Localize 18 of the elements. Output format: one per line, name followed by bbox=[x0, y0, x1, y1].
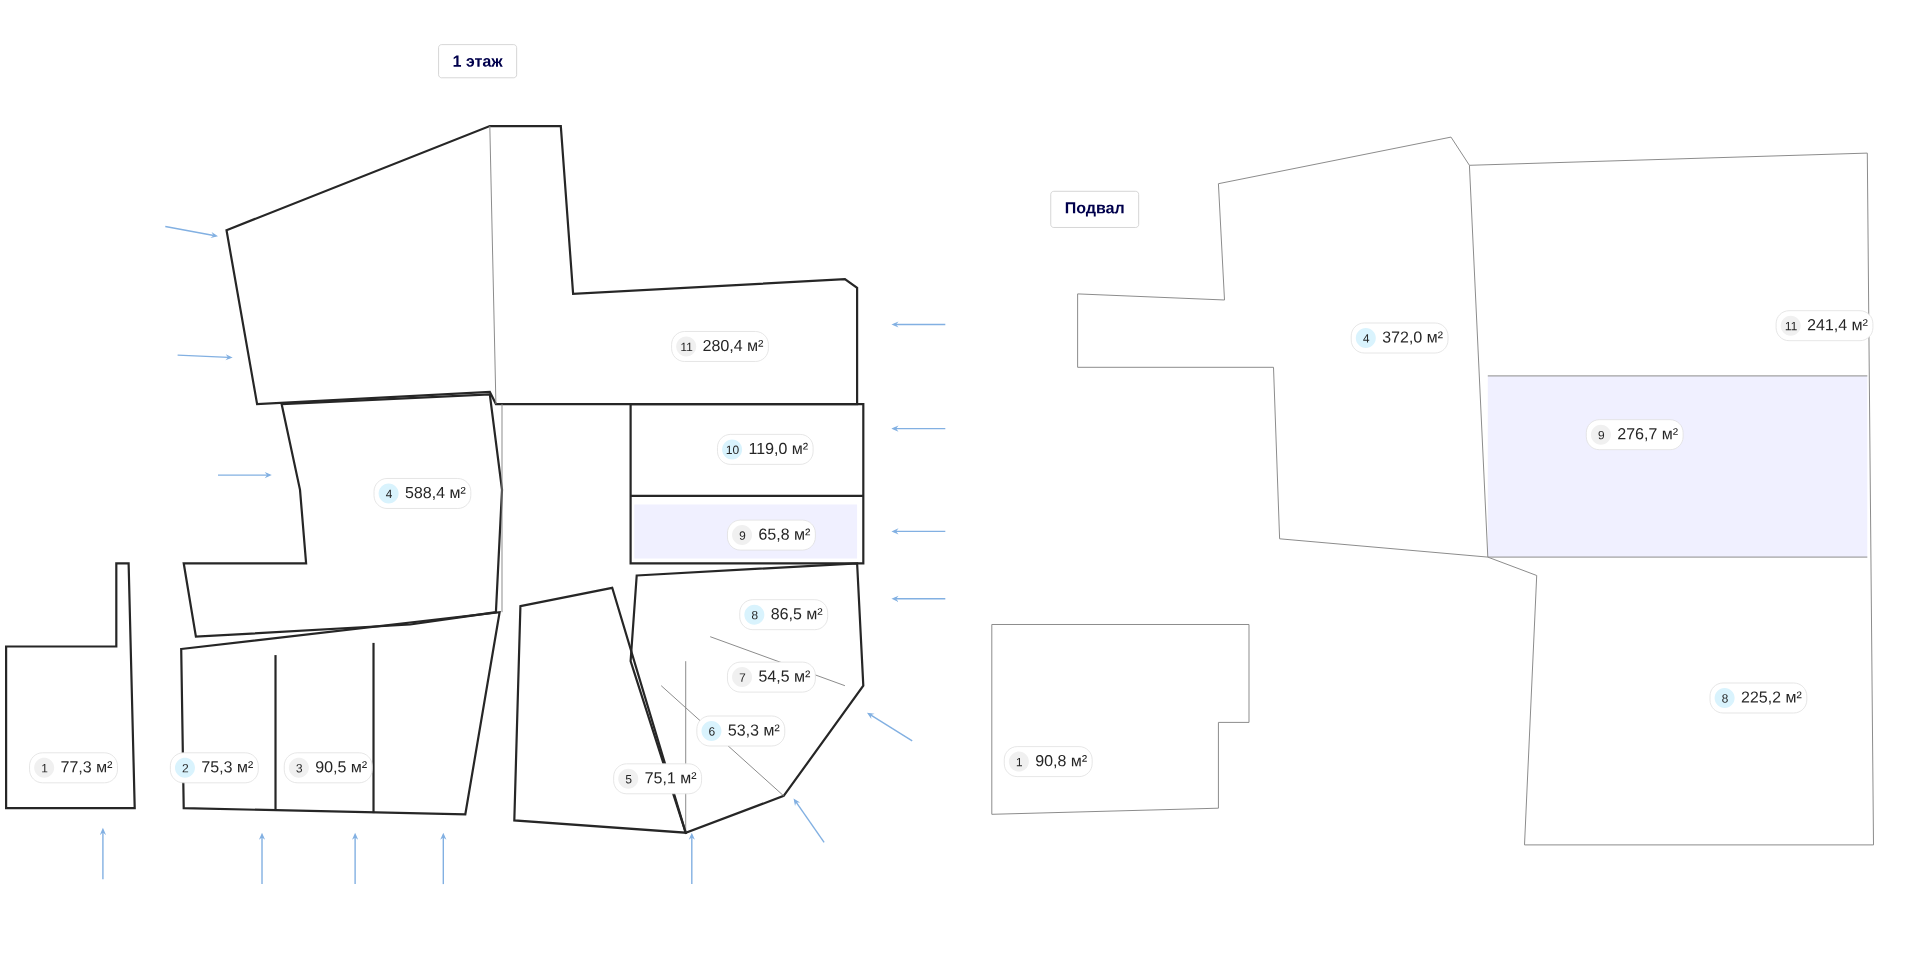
area-label: 8 86,5 м² bbox=[739, 599, 829, 631]
area-label: 1 90,8 м² bbox=[1003, 746, 1093, 777]
area-label: 9 276,7 м² bbox=[1585, 419, 1684, 451]
area-label: 3 90,5 м² bbox=[283, 752, 373, 784]
area-label: 6 53,3 м² bbox=[696, 715, 786, 747]
area-label: 4 372,0 м² bbox=[1350, 322, 1449, 354]
area-label: 8 225,2 м² bbox=[1709, 682, 1808, 714]
floor-tag: Подвал bbox=[1050, 190, 1140, 228]
area-label: 1 77,3 м² bbox=[29, 752, 118, 784]
area-label: 7 54,5 м² bbox=[727, 661, 816, 693]
area-label: 10 119,0 м² bbox=[717, 434, 814, 465]
area-label: 2 75,3 м² bbox=[169, 752, 259, 784]
area-label: 9 65,8 м² bbox=[727, 519, 816, 551]
area-label: 4 588,4 м² bbox=[373, 478, 472, 509]
area-label: 5 75,1 м² bbox=[613, 763, 702, 795]
floor-tag: 1 этаж bbox=[438, 44, 518, 79]
area-label: 11 241,4 м² bbox=[1775, 310, 1874, 342]
area-label: 11 280,4 м² bbox=[671, 331, 769, 362]
